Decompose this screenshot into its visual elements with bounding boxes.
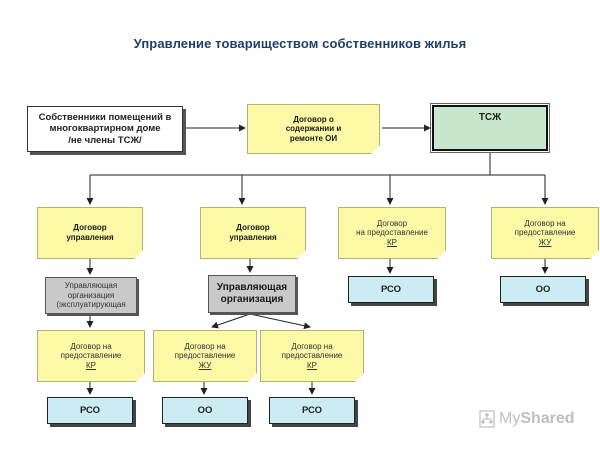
owners-line-1: Собственники помещений в xyxy=(38,111,172,123)
kr-left-line-3: КР xyxy=(86,360,96,370)
contract-oi-line-1: Договор о xyxy=(293,114,334,124)
management-org-line-1: Управляющая xyxy=(216,282,288,293)
mgmt-contract-2-line-2: управления xyxy=(229,233,277,242)
owners-box: Собственники помещений в многоквартирном… xyxy=(27,106,183,152)
operating-org-line-2: организация xyxy=(67,290,115,300)
mgmt-contract-1-line-2: управления xyxy=(66,233,114,242)
kr-left-line-1: Договор на xyxy=(70,341,112,351)
people-hierarchy-icon xyxy=(479,410,495,428)
operating-org-box: Управляющая организация (эксплуатирующая xyxy=(45,277,137,314)
rso-left-label: РСО xyxy=(79,404,101,416)
watermark-text: MyShared xyxy=(499,410,575,428)
owners-line-2: многоквартирном доме xyxy=(49,123,161,135)
zhu-mid-line-1: Договор на xyxy=(184,341,226,351)
kr-top-line-1: Договор xyxy=(376,218,408,228)
oo-top-label: ОО xyxy=(535,283,551,295)
zhu-contract-top-box: Договор на предоставление ЖУ xyxy=(491,207,599,259)
rso-top-box: РСО xyxy=(348,276,434,303)
mgmt-contract-2-line-1: Договор xyxy=(236,223,270,233)
kr-contract-left-box: Договор на предоставление КР xyxy=(37,330,145,382)
zhu-top-line-1: Договор на xyxy=(524,218,566,228)
tszh-label: ТСЖ xyxy=(478,112,502,123)
kr-mid-line-3: КР xyxy=(307,360,317,370)
rso-top-label: РСО xyxy=(380,283,402,295)
kr-mid-line-2: предоставление xyxy=(281,351,343,361)
mgmt-contract-1-box: Договор управления xyxy=(37,207,143,259)
kr-top-line-2: на предоставление xyxy=(356,228,428,238)
zhu-mid-line-3: ЖУ xyxy=(198,360,212,370)
rso-mid-label: РСО xyxy=(301,404,323,416)
zhu-contract-mid-box: Договор на предоставление ЖУ xyxy=(153,330,257,382)
contract-oi-box: Договор о содержании и ремонте ОИ xyxy=(247,104,380,154)
kr-contract-top-box: Договор на предоставление КР xyxy=(338,207,446,259)
zhu-top-line-3: ЖУ xyxy=(538,237,552,247)
zhu-top-line-2: предоставление xyxy=(514,228,576,238)
oo-top-box: ОО xyxy=(500,276,586,303)
watermark-text-bold: Shared xyxy=(520,410,575,427)
kr-mid-line-1: Договор на xyxy=(291,341,333,351)
contract-oi-line-3: ремонте ОИ xyxy=(289,133,338,143)
operating-org-line-1: Управляющая xyxy=(64,281,118,291)
kr-top-line-3: КР xyxy=(387,237,397,247)
oo-mid-box: ОО xyxy=(162,397,248,424)
watermark: MyShared xyxy=(478,410,575,428)
page-title: Управление товариществом собственников ж… xyxy=(133,36,467,51)
kr-left-line-2: предоставление xyxy=(60,351,122,361)
management-org-line-2: организация xyxy=(220,294,284,305)
rso-mid-box: РСО xyxy=(269,397,355,424)
mgmt-contract-2-box: Договор управления xyxy=(200,207,306,259)
watermark-text-light: My xyxy=(499,410,521,427)
mgmt-contract-1-line-1: Договор xyxy=(73,223,107,233)
tszh-box: ТСЖ xyxy=(430,103,550,153)
zhu-mid-line-2: предоставление xyxy=(174,351,236,361)
operating-org-line-3: (эксплуатирующая xyxy=(56,300,126,310)
owners-line-3: /не члены ТСЖ/ xyxy=(68,134,142,146)
contract-oi-line-2: содержании и xyxy=(285,124,342,134)
kr-contract-mid-box: Договор на предоставление КР xyxy=(260,330,364,382)
oo-mid-label: ОО xyxy=(197,404,213,416)
management-org-box: Управляющая организация xyxy=(208,275,296,313)
rso-left-box: РСО xyxy=(47,397,133,424)
